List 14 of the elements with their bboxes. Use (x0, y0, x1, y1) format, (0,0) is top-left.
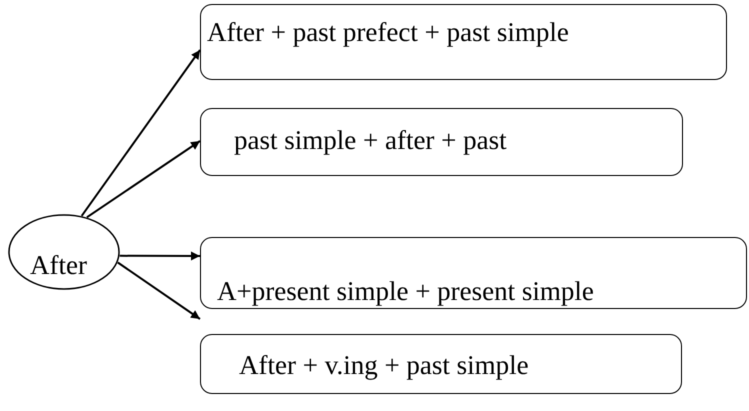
node-text: After + past prefect + past simple (207, 17, 569, 47)
node-text: After (30, 250, 87, 280)
rounded-box (200, 334, 682, 394)
rounded-box (200, 108, 683, 176)
ellipse-node (8, 214, 120, 290)
node-text: After + v.ing + past simple (239, 350, 529, 380)
node-text: A+present simple + present simple (217, 276, 594, 306)
arrow (120, 251, 200, 260)
rounded-box (200, 4, 727, 80)
node-text: past simple + after + past (234, 125, 507, 155)
rounded-box (200, 237, 747, 309)
arrow (86, 140, 201, 218)
arrow (80, 49, 201, 217)
arrow (117, 262, 201, 320)
